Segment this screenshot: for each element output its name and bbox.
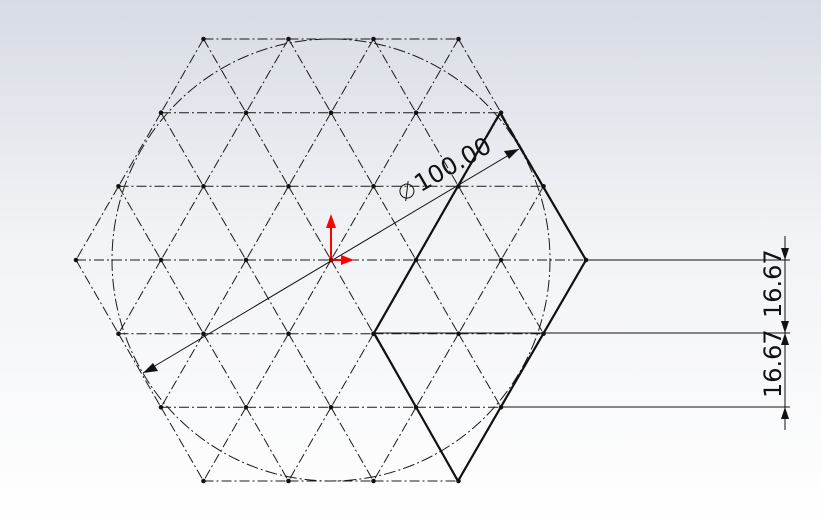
sketch-point[interactable]: [456, 331, 461, 337]
grid-edge-diagonal[interactable]: [330, 333, 374, 408]
grid-edge-diagonal[interactable]: [330, 186, 374, 261]
sketch-point[interactable]: [201, 36, 206, 42]
grid-edge-diagonal[interactable]: [330, 259, 374, 334]
grid-edge-diagonal[interactable]: [500, 259, 544, 334]
sketch-point[interactable]: [201, 331, 206, 337]
grid-edge-diagonal[interactable]: [118, 112, 162, 187]
diameter-symbol-slash: [405, 181, 409, 202]
grid-edge-diagonal[interactable]: [203, 38, 247, 113]
sketch-point[interactable]: [371, 184, 376, 189]
grid-edge-diagonal[interactable]: [373, 112, 417, 187]
grid-edge-diagonal[interactable]: [160, 407, 204, 482]
sketch-point[interactable]: [116, 331, 121, 337]
grid-edge-diagonal[interactable]: [458, 333, 502, 408]
grid-edge-diagonal[interactable]: [203, 112, 247, 187]
sketch-point[interactable]: [73, 257, 79, 263]
sketch-point[interactable]: [286, 478, 291, 484]
diameter-arrow-head: [504, 149, 519, 159]
grid-edge-diagonal[interactable]: [203, 259, 247, 334]
sketch-point[interactable]: [243, 110, 249, 115]
grid-edge-diagonal[interactable]: [288, 112, 332, 187]
sketch-point[interactable]: [498, 257, 504, 263]
grid-edge-diagonal[interactable]: [245, 333, 289, 408]
grid-edge-diagonal[interactable]: [203, 333, 247, 408]
diameter-symbol-icon: [399, 183, 415, 199]
origin-point: [328, 257, 334, 263]
grid-edge-diagonal[interactable]: [288, 333, 332, 408]
origin-y-arrow-icon: [326, 214, 336, 228]
sketch-point[interactable]: [286, 331, 291, 337]
dimension-text-upper: 16.67: [759, 249, 787, 318]
grid-edge-diagonal[interactable]: [160, 186, 204, 261]
grid-edge-diagonal[interactable]: [245, 259, 289, 334]
grid-edge-diagonal[interactable]: [288, 407, 332, 482]
grid-edge-diagonal[interactable]: [458, 186, 502, 261]
dimension-arrow: [781, 333, 789, 345]
grid-edge-diagonal[interactable]: [203, 407, 247, 482]
grid-edge-diagonal[interactable]: [245, 407, 289, 482]
sketch-point[interactable]: [286, 36, 291, 42]
grid-edge-diagonal[interactable]: [373, 38, 417, 113]
grid-edge-diagonal[interactable]: [330, 407, 374, 482]
grid-edge-diagonal[interactable]: [245, 186, 289, 261]
grid-edge-diagonal[interactable]: [458, 259, 502, 334]
grid-edge-diagonal[interactable]: [500, 186, 544, 261]
dimension-arrow: [781, 248, 789, 260]
dimension-text-lower: 16.67: [759, 329, 787, 398]
grid-edge-diagonal[interactable]: [118, 259, 162, 334]
diameter-dimension-text: 100.00: [409, 131, 496, 197]
grid-edge-diagonal[interactable]: [160, 259, 204, 334]
sketch-point[interactable]: [243, 257, 249, 263]
construction-grid: [75, 38, 587, 482]
grid-edge-diagonal[interactable]: [415, 333, 459, 408]
grid-edge-diagonal[interactable]: [245, 38, 289, 113]
diameter-arrow-tail: [143, 363, 158, 373]
grid-edge-diagonal[interactable]: [288, 38, 332, 113]
sketch-point[interactable]: [158, 257, 164, 263]
sketch-point[interactable]: [328, 110, 334, 115]
vertical-dimensions[interactable]: 16.67 16.67: [374, 236, 790, 430]
grid-edge-diagonal[interactable]: [160, 112, 204, 187]
construction-circle[interactable]: [111, 38, 551, 482]
origin-x-arrow-icon: [341, 255, 354, 265]
sketch-point[interactable]: [371, 36, 376, 42]
grid-edge-diagonal[interactable]: [118, 333, 162, 408]
grid-edge-diagonal[interactable]: [458, 38, 502, 113]
sketch-point[interactable]: [158, 110, 164, 115]
sketch-point[interactable]: [456, 36, 461, 42]
sketch-point[interactable]: [243, 405, 249, 410]
grid-edge-diagonal[interactable]: [288, 259, 332, 334]
grid-edge-diagonal[interactable]: [203, 186, 247, 261]
grid-edge-diagonal[interactable]: [75, 259, 119, 334]
grid-edge-diagonal[interactable]: [415, 38, 459, 113]
grid-edge-diagonal[interactable]: [160, 38, 204, 113]
origin-icon[interactable]: [326, 214, 354, 265]
grid-edge-diagonal[interactable]: [118, 186, 162, 261]
sketch-point[interactable]: [201, 184, 206, 189]
grid-edge-diagonal[interactable]: [415, 259, 459, 334]
sketch-point[interactable]: [413, 110, 419, 115]
grid-edge-diagonal[interactable]: [75, 186, 119, 261]
sketch-point[interactable]: [286, 184, 291, 189]
grid-edge-diagonal[interactable]: [330, 38, 374, 113]
sketch-point[interactable]: [116, 184, 121, 189]
sketch-point[interactable]: [328, 405, 334, 410]
grid-edge-diagonal[interactable]: [288, 186, 332, 261]
dimension-arrow: [781, 407, 789, 419]
grid-edge-diagonal[interactable]: [330, 112, 374, 187]
grid-edge-diagonal[interactable]: [245, 112, 289, 187]
grid-edge-diagonal[interactable]: [415, 112, 459, 187]
sketch-point[interactable]: [201, 478, 206, 484]
sketch-point[interactable]: [371, 478, 376, 484]
sketch-point[interactable]: [158, 405, 164, 410]
grid-edge-diagonal[interactable]: [373, 407, 417, 482]
grid-edge-diagonal[interactable]: [160, 333, 204, 408]
